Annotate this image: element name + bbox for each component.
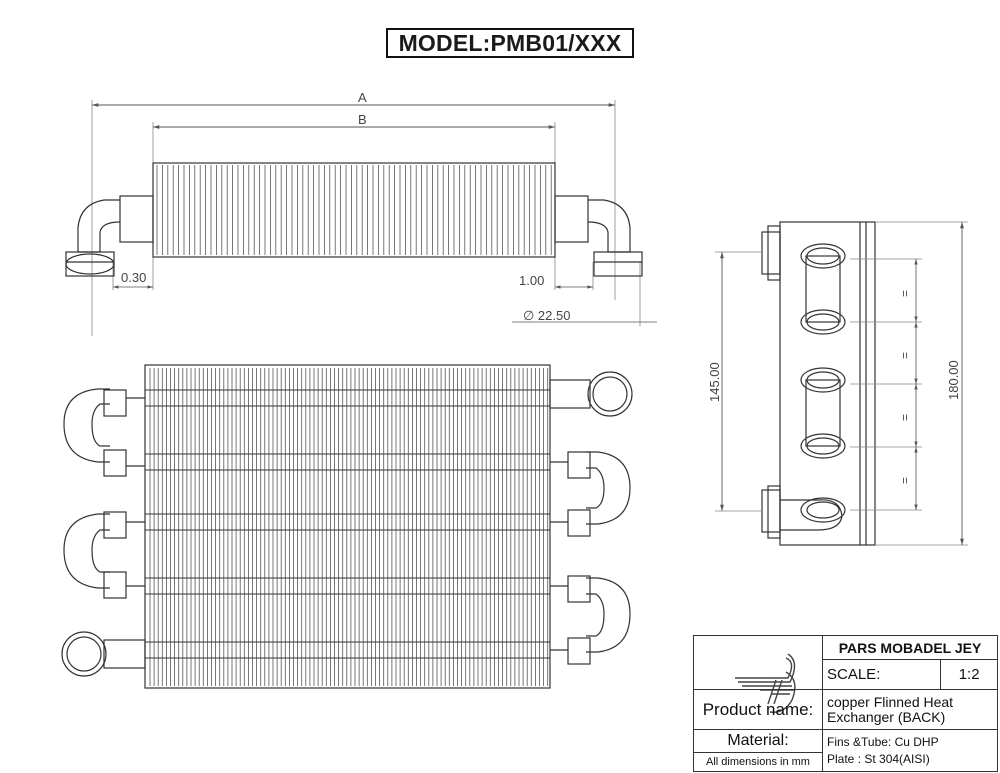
right-outlet-fitting [549,371,633,417]
right-elbow [554,195,643,277]
material-value: Fins &Tube: Cu DHP Plate : St 304(AISI) [822,729,998,772]
product-name: copper Flinned Heat Exchanger (BACK) [822,689,998,730]
product-line-2: Exchanger (BACK) [827,708,946,725]
company-name: PARS MOBADEL JEY [822,635,998,660]
model-title: MODEL:PMB01/XXX [386,28,634,58]
top-view [65,100,657,336]
left-inlet-fitting [61,631,146,677]
left-u-bend-2 [63,511,145,599]
fin-lines [156,165,552,255]
logo-cell [693,635,823,690]
equal-mark-1: = [898,290,912,297]
fin-block [152,162,556,258]
diameter-label: ∅ 22.50 [523,308,570,323]
side-tubes [800,243,846,523]
gap-right-label: 1.00 [519,273,544,288]
side-extension-lines [715,221,968,546]
title-block: PARS MOBADEL JEY SCALE: 1:2 Product name… [693,635,998,772]
fin-panel [144,364,551,689]
scale-label: SCALE: [821,659,941,690]
units-note: All dimensions in mm [706,756,810,768]
right-u-bend-2 [550,575,631,665]
pipe-span-label: 145.00 [707,362,722,402]
side-plate [779,221,876,546]
tube-rows [145,389,550,659]
dimension-a-label: A [358,90,367,105]
top-view-extension-lines [91,100,641,336]
fin-grid [149,368,549,686]
right-u-bend-1 [550,451,631,537]
product-label: Product name: [693,689,823,730]
scale-value: 1:2 [940,659,998,690]
product-line-1: copper Flinned Heat [827,693,954,710]
equal-mark-3: = [898,414,912,421]
equal-mark-4: = [898,477,912,484]
side-view [715,221,968,546]
dimension-b-label: B [358,112,367,127]
equal-mark-2: = [898,352,912,359]
left-elbow [65,195,154,277]
overall-height-label: 180.00 [946,360,961,400]
gap-left-label: 0.30 [121,270,146,285]
material-line-1: Fins &Tube: Cu DHP [827,734,939,749]
front-view [61,364,633,689]
material-label: Material: [694,730,822,753]
material-cell: Material: All dimensions in mm [693,729,823,772]
left-u-bend-1 [63,388,145,477]
material-line-2: Plate : St 304(AISI) [827,751,930,766]
